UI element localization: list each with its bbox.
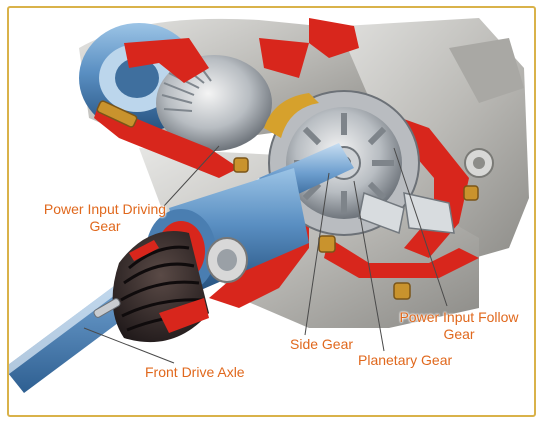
label-front-drive-axle: Front Drive Axle bbox=[145, 364, 245, 380]
label-power-input-follow-gear: Power Input Follow Gear bbox=[392, 309, 526, 343]
label-power-input-driving-gear-line2: Gear bbox=[89, 218, 121, 234]
label-power-input-follow-gear-line1: Power Input Follow bbox=[399, 309, 519, 325]
bolts bbox=[96, 100, 479, 300]
label-power-input-driving-gear-line1: Power Input Driving bbox=[43, 201, 167, 217]
label-power-input-follow-gear-line2: Gear bbox=[443, 326, 475, 342]
label-power-input-driving-gear: Power Input Driving Gear bbox=[30, 201, 180, 235]
label-side-gear: Side Gear bbox=[290, 336, 354, 352]
label-planetary-gear: Planetary Gear bbox=[358, 352, 453, 368]
cv-boot bbox=[93, 231, 209, 343]
leader-lines bbox=[83, 145, 448, 364]
differential-cutaway-illustration bbox=[9, 18, 529, 393]
bearing-ring bbox=[264, 93, 319, 138]
planetary-gear-group bbox=[358, 191, 455, 235]
